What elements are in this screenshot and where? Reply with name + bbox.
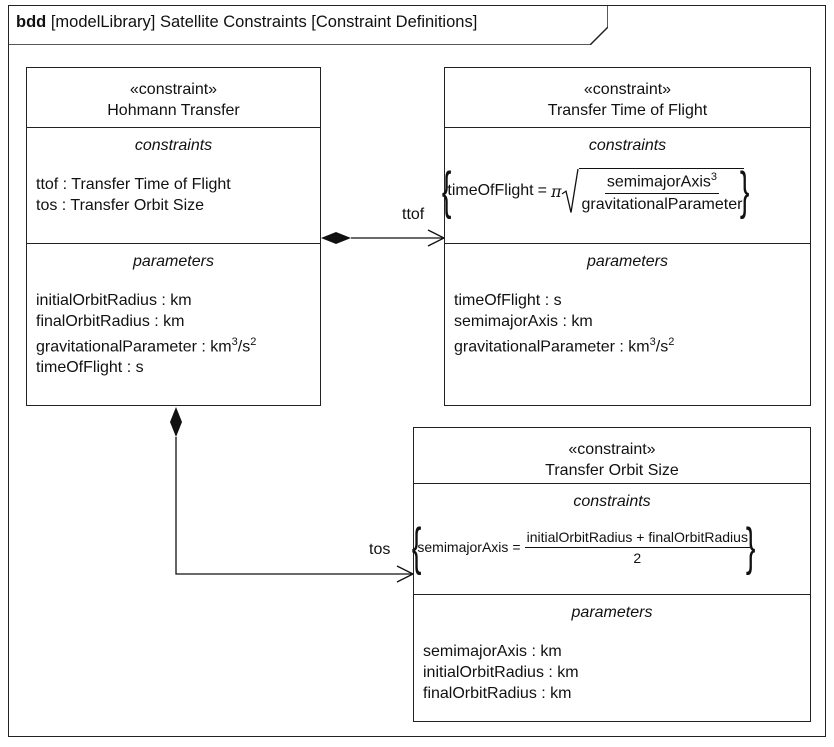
square-root: semimajorAxis3 gravitationalParameter <box>561 167 745 214</box>
block-hohmann-transfer[interactable]: «constraint» Hohmann Transfer constraint… <box>26 67 321 406</box>
constraints-compartment: constraints ttof : Transfer Time of Flig… <box>27 128 320 243</box>
close-brace: } <box>740 162 750 220</box>
composite-diamond-tos <box>170 407 182 437</box>
diagram-kind: bdd <box>16 13 47 31</box>
composite-diamond-ttof <box>321 232 351 244</box>
block-transfer-time-of-flight[interactable]: «constraint» Transfer Time of Flight con… <box>442 67 811 406</box>
diagram-frame-title: [modelLibrary] Satellite Constraints [Co… <box>50 13 478 31</box>
stereotype-label: «constraint» <box>129 81 218 98</box>
constraint-property: ttof : Transfer Time of Flight <box>36 176 231 193</box>
fraction: semimajorAxis3 gravitationalParameter <box>581 170 743 214</box>
compartment-title: parameters <box>587 253 668 270</box>
parameter: semimajorAxis : km <box>454 313 593 330</box>
parameter: timeOfFlight : s <box>454 292 562 309</box>
constraints-compartment: constraints { semimajorAxis = initialOrb… <box>412 484 810 594</box>
constraint-formula: { timeOfFlight = π semimajorAxis3 gravit… <box>441 162 750 220</box>
frame-name-tab <box>8 5 608 45</box>
block-name: Transfer Time of Flight <box>547 102 708 119</box>
parameters-compartment: parameters timeOfFlight : s semimajorAxi… <box>445 243 810 404</box>
block-header: «constraint» Hohmann Transfer <box>27 68 320 128</box>
parameter: initialOrbitRadius : km <box>36 292 192 309</box>
open-brace: { <box>411 518 422 576</box>
open-brace: { <box>441 162 452 220</box>
compartment-title: parameters <box>133 253 214 270</box>
close-brace: } <box>745 518 756 576</box>
compartment-title: constraints <box>134 137 213 154</box>
composition-ttof[interactable] <box>321 229 446 247</box>
constraints-compartment: constraints { timeOfFlight = π semimajor… <box>442 128 810 243</box>
diagram-title: bdd [modelLibrary] Satellite Constraints… <box>16 13 477 32</box>
block-name: Hohmann Transfer <box>107 102 240 119</box>
compartment-title: constraints <box>573 493 651 510</box>
block-name: Transfer Orbit Size <box>545 462 679 479</box>
constraint-formula: { semimajorAxis = initialOrbitRadius + f… <box>411 518 756 576</box>
role-label-tos: tos <box>369 541 391 558</box>
stereotype-label: «constraint» <box>568 441 656 458</box>
parameters-compartment: parameters initialOrbitRadius : km final… <box>27 243 320 404</box>
block-header: «constraint» Transfer Time of Flight <box>445 68 810 128</box>
parameter: gravitationalParameter : km3/s2 <box>454 336 675 356</box>
block-header: «constraint» Transfer Orbit Size <box>414 428 810 484</box>
parameter: semimajorAxis : km <box>423 643 562 660</box>
fraction: initialOrbitRadius + finalOrbitRadius 2 <box>524 528 750 566</box>
stereotype-label: «constraint» <box>583 81 672 98</box>
parameter: gravitationalParameter : km3/s2 <box>36 336 257 356</box>
compartment-title: parameters <box>571 604 653 621</box>
parameters-compartment: parameters semimajorAxis : km initialOrb… <box>414 594 810 720</box>
role-label-ttof: ttof <box>402 206 425 223</box>
parameter: initialOrbitRadius : km <box>423 664 579 681</box>
diagram-frame <box>8 5 826 737</box>
compartment-title: constraints <box>588 137 667 154</box>
parameter: finalOrbitRadius : km <box>423 685 572 702</box>
constraint-property: tos : Transfer Orbit Size <box>36 197 205 214</box>
parameter: finalOrbitRadius : km <box>36 313 185 330</box>
block-transfer-orbit-size[interactable]: «constraint» Transfer Orbit Size constra… <box>412 427 811 722</box>
parameter: timeOfFlight : s <box>36 359 144 377</box>
